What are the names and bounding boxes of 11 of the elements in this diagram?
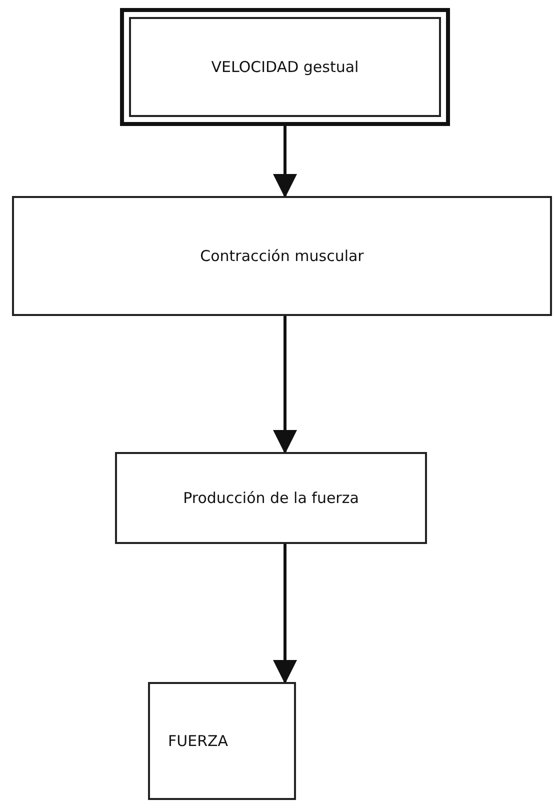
process-box — [12, 196, 552, 316]
process-box — [115, 452, 427, 544]
box-label: Contracción muscular — [200, 247, 364, 265]
box-label: Producción de la fuerza — [183, 489, 359, 507]
process-box — [120, 8, 450, 126]
box-label: FUERZA — [168, 732, 228, 750]
arrow — [273, 316, 297, 454]
process-box — [148, 682, 296, 800]
arrow — [273, 544, 297, 684]
arrow — [273, 126, 297, 198]
box-label: VELOCIDAD gestual — [211, 58, 359, 76]
